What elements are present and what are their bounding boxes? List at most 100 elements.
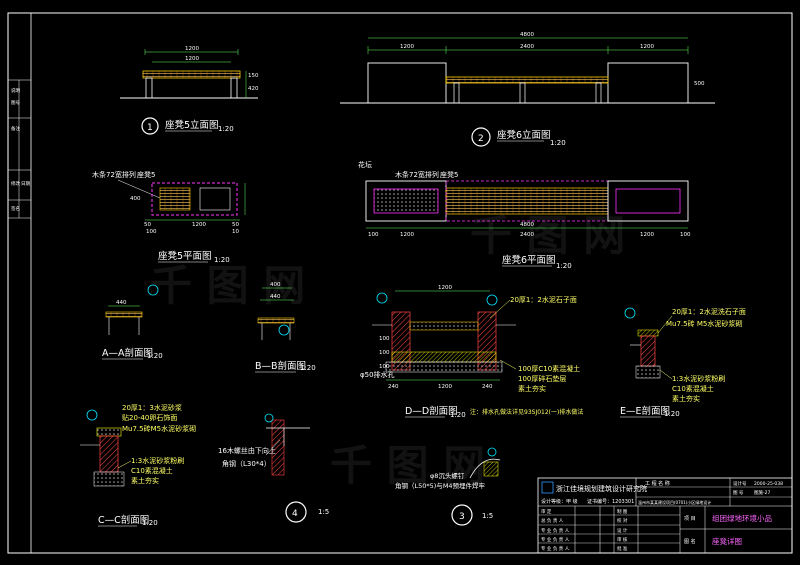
tb-row-label: 总 负 责 人 [541,517,564,524]
dim-label: 400 [130,196,141,202]
drawing-no-label: 图 号 [733,490,744,496]
dim-label: 2400 [520,44,534,50]
title-block: 浙江佳境规划建筑设计研究院 设计等级：甲 级 证书编号：1203301 工 程 … [537,477,793,554]
project-title: 组团绿地环境小品 [712,513,772,523]
dim-label: 2400 [520,232,534,238]
design-no: 2000-25-038 [754,481,783,487]
dim-label: 500 [694,81,705,87]
drawing-title-sec-e: E—E剖面图 [620,405,670,417]
annotation-3-angle: 角钢（L50*5)与M4预埋件焊牢 [395,481,486,490]
annotation-d-top: 20厚1：2水泥石子面 [510,295,577,304]
annotation-c-brick: Mu7.5砖M5水泥砂浆砌 [122,424,196,433]
annotation-d-soil: 素土夯实 [518,384,546,393]
bench5-elevation: 1200 1200 150 420 1 座凳5立面图 1:20 [120,46,259,135]
annotation-wood: 木条72宽排列 [92,170,136,179]
scale-label: 1:20 [300,364,316,372]
annotation-wood: 木条72宽排列 [395,170,439,179]
dim-label: 1200 [640,44,654,50]
bench5-plan: 木条72宽排列 座凳5 400 50 1200 50 100 10 座凳5平面图… [92,170,246,264]
design-no-label: 设计号 [733,480,747,487]
left-info-strip: 说明 图号 备注 修改 日期 签名 [8,79,31,219]
dim-label: 4800 [520,222,534,228]
detail-4: 16木螺丝由下向上 角钢（L30*4） 4 1:5 [218,413,329,523]
dim-label: 400 [270,282,281,288]
annotation-seat: 座凳5 [440,170,458,179]
drawing-title-sec-a: A—A剖面图 [102,347,153,359]
drawing-title: 座凳详图 [712,536,742,546]
detail-marker-2 [471,127,491,147]
detail-marker-1 [141,117,159,135]
tb-row-label: 设 计 [617,527,628,534]
drawing-title-plan6: 座凳6平面图 [502,254,556,266]
left-strip-label: 日期 [21,181,30,187]
annotation-c-top2: 贴20-40卵石饰面 [122,413,177,422]
annotation-d-hole: φ50排水孔 [360,370,395,379]
annotation-seat: 座凳5 [137,170,155,179]
drawing-title-sec-b: B—B剖面图 [255,360,306,372]
dim-label: 4800 [520,32,534,38]
institute-logo [541,481,554,494]
institute-name: 浙江佳境规划建筑设计研究院 [556,484,647,493]
detail-3: φ8沉头螺钉 角钢（L50*5)与M4预埋件焊牢 3 1:5 [395,447,501,526]
left-strip-label: 图号 [11,100,20,106]
bench6-elevation: 4800 1200 2400 1200 500 2 座凳6立面图 1:20 [340,32,715,147]
dim-label: 240 [388,384,399,390]
left-strip-label: 备注 [11,125,20,132]
dim-label: 1200 [438,384,452,390]
scale-label: 1:20 [556,262,572,270]
tb-row-label: 审 定 [541,508,552,515]
tb-row-label: 制 图 [617,508,628,515]
annotation-c-conc: C10素混凝土 [131,466,173,475]
project-label: 工 程 名 称 [645,480,670,487]
drawing-title-plan5: 座凳5平面图 [158,250,212,262]
annotation-c-top: 20厚1：3水泥砂浆 [122,403,182,412]
watermark-text: 千 图 网 [150,261,305,310]
scale-label: 1:20 [450,411,466,419]
detail-marker-3 [451,504,473,526]
left-strip-label: 修改 [11,180,20,187]
annotation-d-note: 注：排水孔做法详见93SJ012(一)排水做法 [470,408,583,416]
annotation-c-soil: 素土夯实 [131,476,159,485]
dim-label: 1200 [185,56,199,62]
dim-label: 50 [232,222,239,228]
dim-label: 100 [368,232,379,238]
dim-label: 100 [680,232,691,238]
cert-level: 设计等级：甲 级 [541,498,578,505]
dim-label: 100 [379,364,390,370]
watermark-text: 千 图 网 [330,441,485,490]
dim-label: 240 [482,384,493,390]
drawing-title-elev5: 座凳5立面图 [165,119,219,131]
left-strip-label: 签名 [11,205,20,212]
project-col-label: 项 目 [684,516,696,522]
dim-label: 1200 [192,222,206,228]
dim-label: 1200 [185,46,199,52]
annotation-e-conc: C10素混凝土 [672,384,714,393]
scale-label: 1:20 [147,352,163,360]
annotation-c-plaster: 1:3水泥砂浆粉刷 [131,456,184,465]
tb-row-label: 专 业 负 责 人 [541,527,570,534]
annotation-e-soil: 素土夯实 [672,394,700,403]
tb-row-label: 审 核 [617,536,628,543]
dim-label: 1200 [400,44,414,50]
scale-label: 1:20 [214,256,230,264]
dim-label: 420 [248,86,259,92]
annotation-flower: 花坛 [358,160,372,169]
annotation-e-plaster: 1:3水泥砂浆粉刷 [672,374,725,383]
dim-label: 50 [144,222,151,228]
annotation-d-gravel: 100厚碎石垫层 [518,374,566,383]
scale-label: 1:5 [482,512,493,520]
tb-row-label: 专 业 负 责 人 [541,545,570,552]
tb-row-label: 批 准 [617,545,628,552]
detail-marker-4 [285,501,307,523]
marker-number: 3 [459,512,465,522]
section-e-e: 20厚1：2水泥洗石子面 Mu7.5砖 M5水泥砂浆砌 1:3水泥砂浆粉刷 C1… [620,307,746,418]
watermark-text: 千 图 网 [470,211,625,260]
scale-label: 1:20 [218,125,234,133]
tb-row-label: 专 业 负 责 人 [541,536,570,543]
scale-label: 1:5 [318,508,329,516]
scale-label: 1:20 [550,139,566,147]
drawing-no: 图施-27 [754,489,770,496]
dim-label: 150 [248,73,259,79]
annotation-4-bolt: 16木螺丝由下向上 [218,446,276,455]
tb-row-label: 校 对 [617,517,628,524]
